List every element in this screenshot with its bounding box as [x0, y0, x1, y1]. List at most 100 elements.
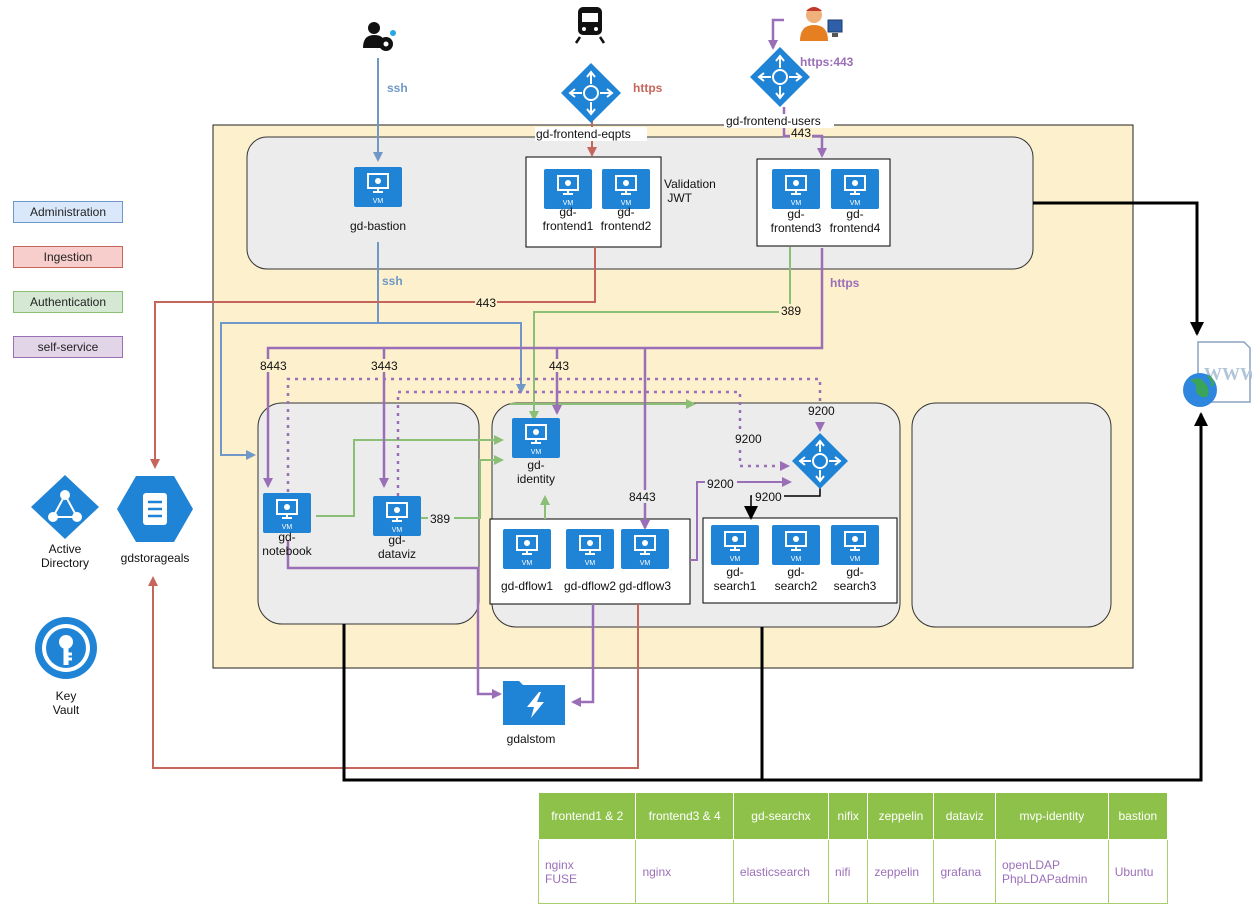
dflow-search-line [690, 477, 792, 561]
user-zone-egress-line [342, 412, 1208, 782]
dflow-storage-line [148, 576, 639, 769]
port-label: 9200 [707, 477, 734, 491]
table-header-cell: frontend3 & 4 [635, 792, 734, 840]
router-icon [750, 47, 810, 107]
frontend-users-label: gd-frontend-users [726, 114, 821, 128]
vm-badge: VM [373, 198, 384, 205]
ssh-bastion-line [220, 242, 379, 460]
empty-subnet [911, 402, 1112, 628]
port-label: 8443 [629, 490, 656, 504]
table-cell: Ubuntu [1107, 839, 1169, 904]
vm-badge: VM [621, 200, 632, 207]
vm-icon: VM [512, 418, 560, 458]
ssh-identity-line [378, 322, 526, 394]
port-label: 9200 [755, 490, 782, 504]
vm-icon: VM [566, 529, 614, 569]
https-label: https:443 [800, 55, 854, 69]
table-cell: nifi [828, 839, 869, 904]
user-with-computer-icon [800, 7, 843, 41]
vm-name: gd-search1 [714, 565, 757, 593]
gdalstom-storage-icon [503, 681, 565, 725]
lb-search-line [744, 488, 821, 520]
port-label: 8443 [260, 359, 287, 373]
vm-name: gd-search2 [775, 565, 818, 593]
svg-text:WWW: WWW [1204, 364, 1252, 384]
internet-www-icon: WWW [1183, 341, 1252, 407]
vm-icon: VM [602, 169, 650, 209]
vm-name: gd-frontend2 [601, 205, 652, 233]
vm-icon: VM [263, 493, 311, 533]
vm-badge: VM [392, 527, 403, 534]
vm-badge: VM [531, 449, 542, 456]
vm-name: gd-frontend3 [771, 207, 822, 235]
vm-name: gd-dflow1 [501, 579, 553, 593]
frontend-eqpts-label: gd-frontend-eqpts [536, 127, 631, 141]
notebook-identity-line [316, 435, 504, 517]
port-label: 443 [476, 296, 496, 310]
table-header-cell: dataviz [933, 792, 996, 840]
key-vault-icon [35, 617, 97, 679]
vm-icon: VM [831, 525, 879, 565]
port-label: 3443 [371, 359, 398, 373]
gdstorageals-label: gdstorageals [121, 551, 190, 565]
vm-icon: VM [544, 169, 592, 209]
vm-name: gd-dflow3 [619, 579, 671, 593]
legend-administration: Administration [13, 201, 123, 223]
vm-icon: VM [373, 496, 421, 536]
vm-badge: VM [730, 556, 741, 563]
vm-badge: VM [640, 560, 651, 567]
vm-badge: VM [563, 200, 574, 207]
vm-name: gd-dataviz [378, 533, 416, 561]
table-header-cell: nifix [828, 792, 869, 840]
port-label: 9200 [808, 404, 835, 418]
ssh-label: ssh [387, 81, 408, 95]
router-icon [561, 63, 621, 123]
vm-icon: VM [503, 529, 551, 569]
table-header-cell: gd-searchx [732, 792, 830, 840]
vm-badge: VM [585, 560, 596, 567]
vm-name: gd-search3 [834, 565, 877, 593]
vm-name: gd-frontend1 [543, 205, 594, 233]
load-balancer-icon [792, 433, 848, 489]
frontend-https-line [263, 248, 824, 488]
vm-icon: VM [354, 167, 402, 207]
storage-account-icon [117, 476, 193, 542]
vm-badge: VM [791, 200, 802, 207]
internet-egress-line [1033, 201, 1204, 336]
vm-icon: VM [711, 525, 759, 565]
https-label: https [830, 276, 860, 290]
ssh-label: ssh [382, 274, 403, 288]
vm-icon: VM [621, 529, 669, 569]
port-label: 443 [549, 359, 569, 373]
table-header-cell: zeppelin [867, 792, 935, 840]
vm-badge: VM [850, 556, 861, 563]
validation-note: Validation JWT [664, 177, 716, 205]
notebook-9200-dotted [286, 377, 825, 492]
table-cell: nginx FUSE [537, 839, 637, 904]
vm-badge: VM [850, 200, 861, 207]
vm-icon: VM [831, 169, 879, 209]
https-label: https [633, 81, 663, 95]
ldap-auth-line [529, 247, 791, 421]
port-label: 443 [791, 126, 811, 140]
admin-user-icon [363, 22, 396, 51]
gdalstom-label: gdalstom [507, 732, 556, 746]
frontend-storage-line [150, 247, 596, 469]
vm-name: gd-frontend4 [830, 207, 881, 235]
vm-badge: VM [791, 556, 802, 563]
port-label: 389 [781, 304, 801, 318]
vm-badge: VM [282, 524, 293, 531]
table-cell: elasticsearch [732, 839, 830, 904]
table-cell: zeppelin [867, 839, 935, 904]
notebook-gdalstom-line [286, 540, 502, 699]
vm-name: gd-dflow2 [564, 579, 616, 593]
users-https-line [768, 18, 784, 50]
table-cell: openLDAP PhpLDAPadmin [995, 839, 1109, 904]
dflow-gdalstom-line [571, 604, 595, 707]
